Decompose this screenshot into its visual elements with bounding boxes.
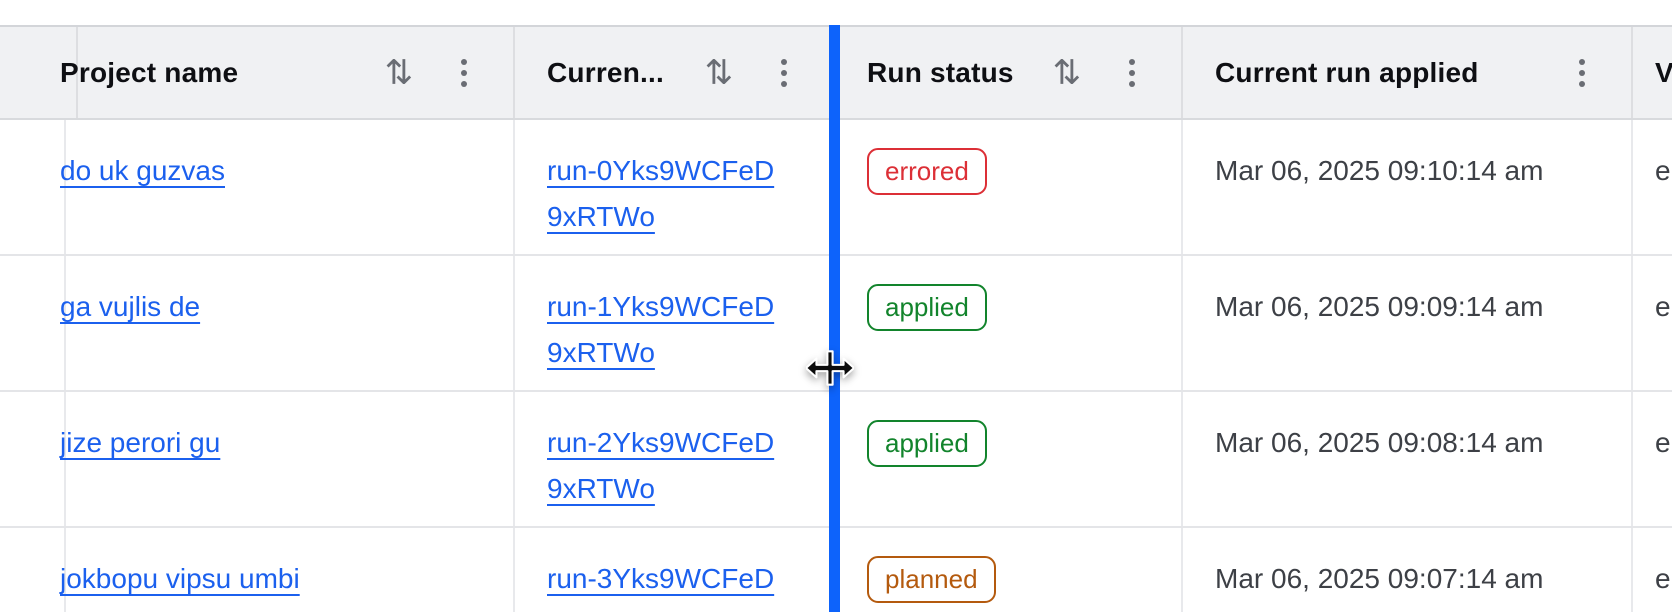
kebab-menu-icon[interactable] xyxy=(1577,55,1587,91)
cell-clipped: e xyxy=(1655,291,1671,322)
status-badge-errored: errored xyxy=(867,148,987,195)
status-badge-applied: applied xyxy=(867,420,987,467)
run-link[interactable]: run-3Yks9WCFeD9xRTWo xyxy=(547,563,775,612)
cell-clipped: e xyxy=(1655,563,1671,594)
cell-run-status: applied xyxy=(835,392,1183,526)
kebab-menu-icon[interactable] xyxy=(459,55,469,91)
cell-current-run-applied: Mar 06, 2025 09:08:14 am xyxy=(1183,392,1633,526)
cell-spacer xyxy=(0,528,66,612)
status-badge-applied: applied xyxy=(867,284,987,331)
cell-clipped: e xyxy=(1655,155,1671,186)
cell-run-status: errored xyxy=(835,120,1183,254)
cell-spacer xyxy=(0,392,66,526)
project-link[interactable]: ga vujlis de xyxy=(60,291,201,322)
cell-project-name: do uk guzvas xyxy=(28,120,515,254)
run-link[interactable]: run-1Yks9WCFeD9xRTWo xyxy=(547,291,775,368)
column-resize-guide-line[interactable] xyxy=(829,25,840,612)
project-link[interactable]: jize perori gu xyxy=(60,427,221,458)
status-badge-planned: planned xyxy=(867,556,996,603)
column-label-current-run: Curren... xyxy=(547,56,664,88)
header-cell-current-run: Curren... ⇅ xyxy=(515,27,835,118)
cell-current-run: run-0Yks9WCFeD9xRTWo xyxy=(515,120,835,254)
header-cell-project-name: Project name ⇅ xyxy=(28,27,515,118)
cell-current-run: run-1Yks9WCFeD9xRTWo xyxy=(515,256,835,390)
column-label-project-name: Project name xyxy=(60,56,239,88)
cell-project-name: ga vujlis de xyxy=(28,256,515,390)
run-link[interactable]: run-2Yks9WCFeD9xRTWo xyxy=(547,427,775,504)
cell-current-run-applied: Mar 06, 2025 09:07:14 am xyxy=(1183,528,1633,612)
header-cell-clipped: V xyxy=(1633,27,1672,118)
kebab-menu-icon[interactable] xyxy=(779,55,789,91)
cell-run-status: planned xyxy=(835,528,1183,612)
sort-icon[interactable]: ⇅ xyxy=(384,53,414,92)
cell-current-run-applied: Mar 06, 2025 09:09:14 am xyxy=(1183,256,1633,390)
column-label-current-run-applied: Current run applied xyxy=(1215,56,1479,88)
cell-current-run-applied: Mar 06, 2025 09:10:14 am xyxy=(1183,120,1633,254)
cell-project-name: jokbopu vipsu umbi xyxy=(28,528,515,612)
cell-project-name: jize perori gu xyxy=(28,392,515,526)
run-link[interactable]: run-0Yks9WCFeD9xRTWo xyxy=(547,155,775,232)
cell-clipped: e xyxy=(1655,427,1671,458)
column-label-run-status: Run status xyxy=(867,56,1014,88)
column-label-clipped: V xyxy=(1655,56,1672,88)
cell-current-run: run-3Yks9WCFeD9xRTWo xyxy=(515,528,835,612)
header-cell-current-run-applied: Current run applied xyxy=(1183,27,1633,118)
cell-current-run: run-2Yks9WCFeD9xRTWo xyxy=(515,392,835,526)
header-cell-spacer xyxy=(0,27,78,118)
header-cell-run-status: Run status ⇅ xyxy=(835,27,1183,118)
project-link[interactable]: do uk guzvas xyxy=(60,155,225,186)
sort-icon[interactable]: ⇅ xyxy=(704,53,734,92)
cell-spacer xyxy=(0,120,66,254)
cell-spacer xyxy=(0,256,66,390)
project-link[interactable]: jokbopu vipsu umbi xyxy=(60,563,300,594)
cell-run-status: applied xyxy=(835,256,1183,390)
sort-icon[interactable]: ⇅ xyxy=(1052,53,1082,92)
kebab-menu-icon[interactable] xyxy=(1127,55,1137,91)
